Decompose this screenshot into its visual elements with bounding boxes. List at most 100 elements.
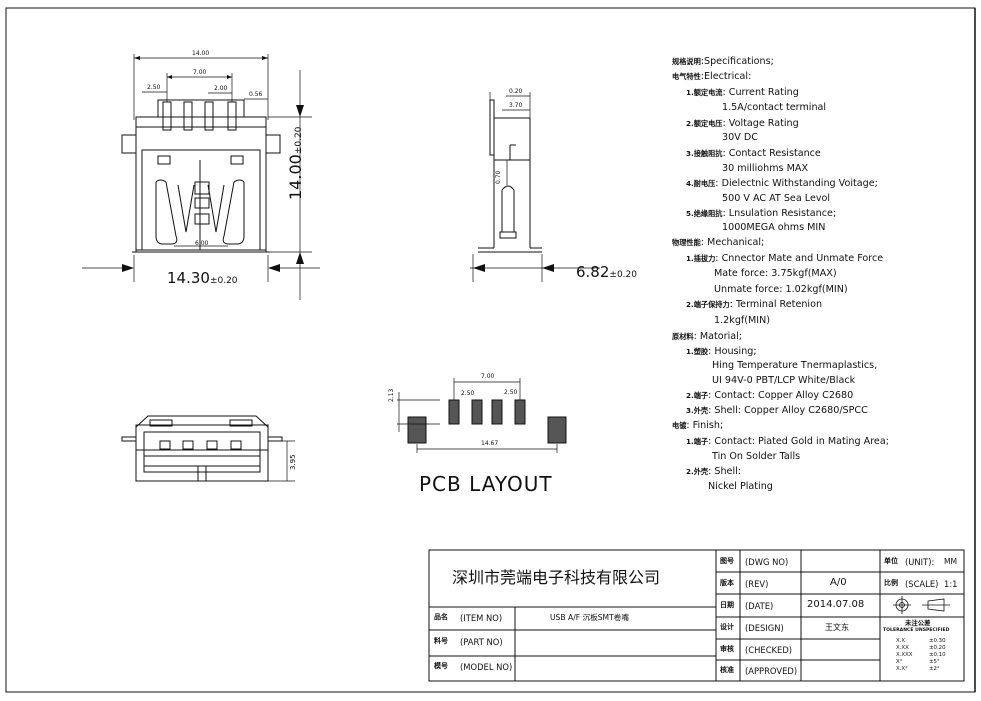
dim-pitch-250: 2.50 bbox=[147, 84, 161, 91]
date-value: 2014.07.08 bbox=[807, 599, 865, 610]
spec-e2-val: 30V DC bbox=[722, 132, 758, 143]
tol-key: X.X bbox=[896, 638, 906, 644]
design-label-cn: 设计 bbox=[720, 623, 734, 631]
model-label-cn: 模号 bbox=[434, 662, 448, 670]
spec-m2-val: 1.2kgf(MIN) bbox=[714, 315, 771, 326]
spec-e2: : Voltage Rating bbox=[722, 118, 799, 129]
dim-side-020: 0.20 bbox=[509, 88, 523, 95]
unit-value: MM bbox=[944, 557, 958, 566]
spec-material: : Matorial; bbox=[693, 331, 743, 342]
dim-edge-056: 0.56 bbox=[249, 91, 263, 98]
spec-e4-cn: 4.耐电压 bbox=[686, 179, 716, 188]
dim-inner-600: 6.00 bbox=[195, 240, 209, 247]
dim-side-width-682: 6.82±0.20 bbox=[576, 264, 637, 280]
date-label: (DATE) bbox=[745, 601, 774, 611]
rev-label: (REV) bbox=[745, 579, 769, 589]
dim-height-14: 14.00±0.20 bbox=[286, 127, 305, 200]
item-label-cn: 品名 bbox=[434, 613, 448, 621]
dwg-label: (DWG NO) bbox=[745, 557, 789, 567]
dim-pcb-213: 2.13 bbox=[388, 388, 395, 402]
dim-pcb-700: 7.00 bbox=[481, 373, 495, 380]
spec-m1-val2: Unmate force: 1.02kgf(MIN) bbox=[714, 284, 848, 295]
spec-e1-val: 1.5A/contact terminal bbox=[722, 102, 827, 113]
title-block-grid bbox=[428, 549, 965, 682]
dim-side-070: 0.70 bbox=[495, 170, 502, 184]
design-value: 王文东 bbox=[825, 623, 849, 632]
item-label: (ITEM NO) bbox=[460, 613, 503, 623]
tolerance-title-cn: 未注公差 bbox=[905, 619, 931, 627]
spec-t2-cn: 2.端子 bbox=[686, 391, 709, 400]
scale-label-cn: 比例 bbox=[884, 579, 898, 587]
model-label: (MODEL NO) bbox=[460, 662, 513, 672]
spec-m2-cn: 2.端子保持力 bbox=[686, 300, 730, 309]
spec-f1-cn: 1.端子 bbox=[686, 437, 709, 446]
spec-t1-val2: UI 94V-0 PBT/LCP White/Black bbox=[712, 375, 856, 386]
spec-electrical-cn: 电气特性 bbox=[672, 72, 701, 81]
pcb-dimensions bbox=[397, 378, 558, 453]
spec-e3-cn: 3.接触阻抗 bbox=[686, 149, 723, 158]
dwg-label-cn: 图号 bbox=[720, 557, 734, 565]
spec-t1: : Housing; bbox=[708, 346, 757, 357]
date-label-cn: 日期 bbox=[720, 601, 734, 609]
spec-m1-val1: Mate force: 3.75kgf(MAX) bbox=[714, 268, 837, 279]
front-view-dimensions bbox=[268, 440, 295, 482]
spec-finish-cn: 电镀 bbox=[672, 421, 687, 430]
rev-value: A/0 bbox=[830, 577, 847, 588]
spec-e4-val: 500 V AC AT Sea Levol bbox=[722, 193, 831, 204]
tol-key: X.XXX bbox=[896, 652, 913, 658]
dim-side-width-tol: ±0.20 bbox=[609, 270, 637, 280]
dim-width-main: 14.30 bbox=[167, 269, 210, 287]
part-label: (PART NO) bbox=[460, 637, 503, 647]
spec-f2: : Shell: bbox=[708, 466, 742, 477]
spec-e3-val: 30 milliohms MAX bbox=[722, 163, 809, 174]
tolerance-title: TOLERANCE UNSPECIFIED bbox=[883, 628, 950, 633]
tol-value: ±0.30 bbox=[929, 638, 946, 644]
checked-label: (CHECKED) bbox=[745, 645, 793, 655]
scale-value: 1:1 bbox=[944, 579, 958, 589]
unit-label-cn: 单位 bbox=[884, 557, 898, 565]
dim-pcb-250a: 2.50 bbox=[461, 390, 475, 397]
spec-e5: : Lnsulation Resistance; bbox=[722, 208, 837, 219]
approved-label: (APPROVED) bbox=[745, 666, 798, 676]
spec-mechanical-cn: 物理性能 bbox=[672, 238, 701, 247]
dim-height-main: 14.00 bbox=[286, 154, 305, 200]
dim-top-width: 14.00 bbox=[192, 50, 210, 57]
checked-label-cn: 审核 bbox=[720, 645, 734, 653]
spec-e1: : Current Rating bbox=[722, 87, 799, 98]
front-view bbox=[121, 415, 283, 482]
dim-pin-span: 7.00 bbox=[193, 69, 207, 76]
rev-label-cn: 版本 bbox=[720, 579, 734, 587]
tol-value: ±2° bbox=[929, 666, 940, 672]
spec-m2: : Terminal Retenion bbox=[729, 299, 823, 310]
spec-e4: : Dielectnic Withstanding Voitage; bbox=[715, 178, 878, 189]
item-value: USB A/F 沉板SMT卷嘴 bbox=[550, 613, 629, 622]
company-name: 深圳市莞端电子科技有限公司 bbox=[452, 568, 661, 587]
tol-key: X.XX bbox=[896, 645, 909, 651]
tol-value: ±0.10 bbox=[929, 652, 946, 658]
part-label-cn: 料号 bbox=[434, 637, 448, 645]
spec-t2: : Contact: Copper Alloy C2680 bbox=[708, 390, 854, 401]
top-view bbox=[121, 99, 281, 253]
tol-key: X° bbox=[896, 659, 903, 665]
approved-label-cn: 核准 bbox=[720, 666, 734, 674]
dim-height-tol: ±0.20 bbox=[294, 126, 304, 155]
dim-width-tol: ±0.20 bbox=[209, 276, 238, 286]
dim-width-1430: 14.30±0.20 bbox=[167, 270, 238, 286]
spec-e2-cn: 2.额定电压 bbox=[686, 119, 723, 128]
spec-f2-val: Nickel Plating bbox=[708, 481, 773, 492]
top-view-dimensions bbox=[82, 54, 320, 300]
projection-symbol bbox=[893, 596, 950, 614]
side-view-dimensions bbox=[470, 92, 600, 282]
spec-e1-cn: 1.额定电流 bbox=[686, 88, 723, 97]
spec-f1: : Contact: Piated Gold in Mating Area; bbox=[708, 436, 889, 447]
spec-t1-val1: Hing Temperature Tnermaplastics, bbox=[712, 360, 878, 371]
spec-e5-cn: 5.绝缘阻抗 bbox=[686, 209, 723, 218]
spec-m1-cn: 1.插拔力 bbox=[686, 254, 716, 263]
unit-label: (UNIT): bbox=[905, 557, 935, 567]
dim-front-395: 3.95 bbox=[289, 454, 297, 470]
spec-t3-cn: 3.外壳 bbox=[686, 406, 709, 415]
spec-title-cn: 规格说明 bbox=[672, 57, 701, 66]
dim-pitch-200: 2.00 bbox=[214, 85, 228, 92]
spec-e3: : Contact Resistance bbox=[722, 148, 821, 159]
